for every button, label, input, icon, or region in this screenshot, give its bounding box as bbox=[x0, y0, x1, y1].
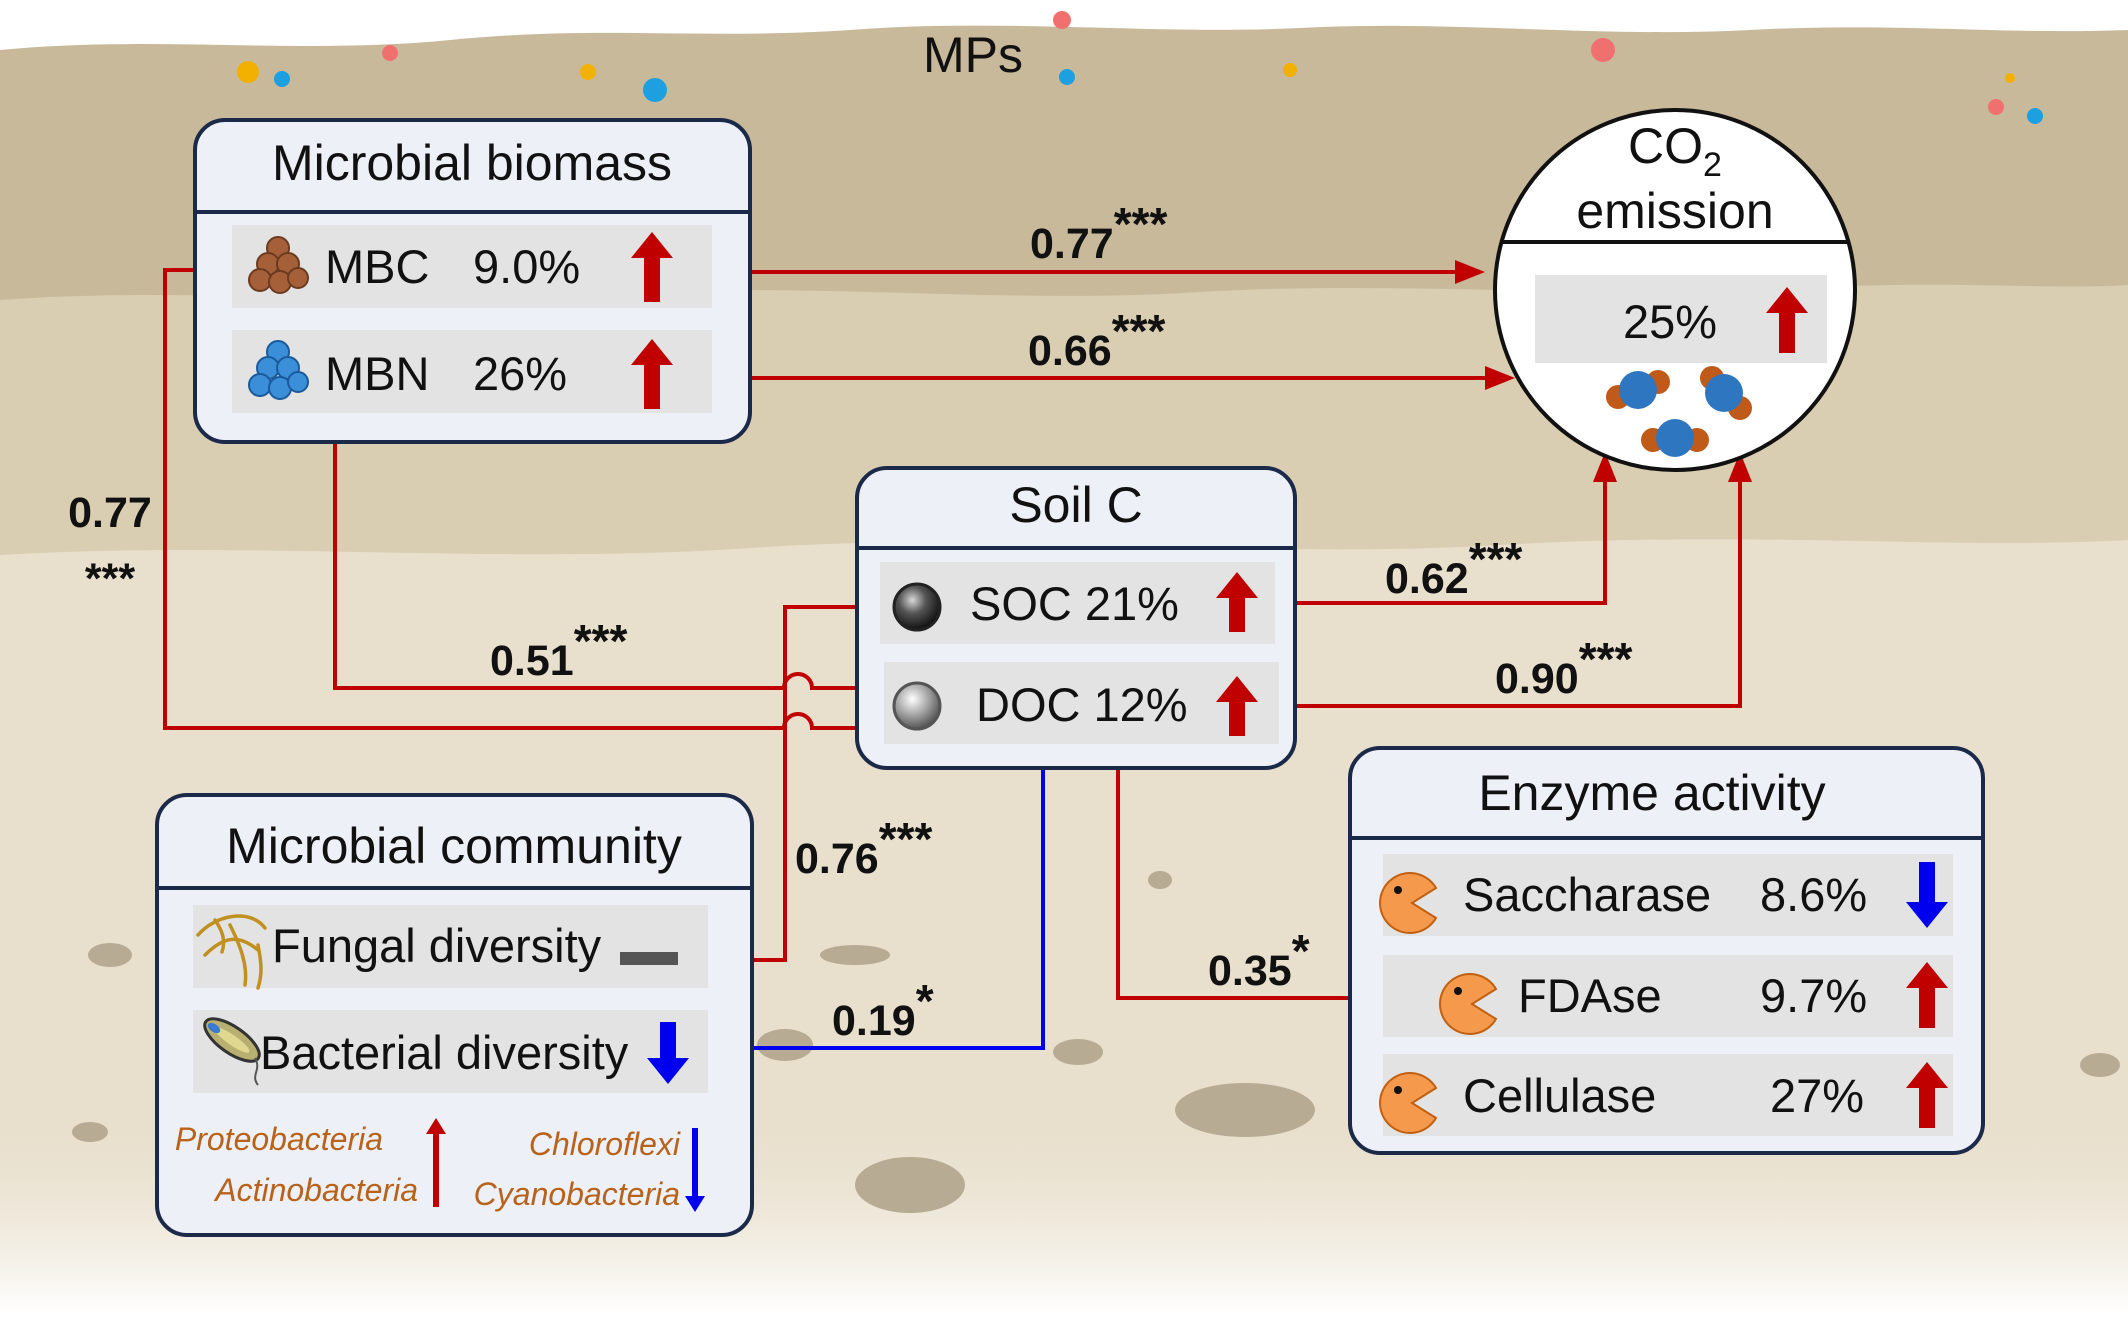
co2-title-line2: emission bbox=[1576, 183, 1773, 239]
soil-pebbles bbox=[72, 871, 2120, 1213]
bacterial-label: Bacterial diversity bbox=[260, 1026, 629, 1079]
mbc-label: MBC bbox=[325, 240, 429, 293]
grey-sphere-icon bbox=[892, 681, 942, 731]
co2-emission-circle: CO2 emission 25% bbox=[1493, 108, 1857, 472]
cellulase-label: Cellulase bbox=[1463, 1069, 1656, 1122]
coef-mbc-co2: 0.77*** bbox=[1030, 198, 1168, 268]
co2-title: CO2 bbox=[1628, 118, 1722, 184]
fungal-label: Fungal diversity bbox=[272, 919, 602, 972]
coef-doc-mbc-sig: *** bbox=[85, 555, 135, 603]
coef-doc-mbn: 0.51*** bbox=[490, 615, 628, 685]
connector-doc-co2 bbox=[1288, 482, 1742, 708]
fungal-no-change-icon bbox=[620, 952, 678, 965]
phylum-actinobacteria: Actinobacteria bbox=[213, 1172, 418, 1208]
saccharase-enzyme-pacman-icon bbox=[1379, 872, 1438, 934]
saccharase-down-arrow-icon bbox=[1906, 862, 1948, 928]
coef-doc-fdase: 0.35* bbox=[1208, 925, 1310, 995]
microbial-biomass-title: Microbial biomass bbox=[272, 135, 672, 191]
saccharase-value: 8.6% bbox=[1760, 868, 1867, 921]
soc-up-arrow-icon bbox=[1216, 572, 1258, 632]
phylum-chloroflexi: Chloroflexi bbox=[529, 1126, 681, 1162]
co2-value: 25% bbox=[1623, 295, 1717, 348]
bacterial-down-arrow-icon bbox=[647, 1022, 689, 1084]
soc-row bbox=[880, 562, 1275, 644]
soil-c-title: Soil C bbox=[1009, 477, 1142, 533]
bacterium-icon bbox=[203, 1017, 261, 1086]
fungal-row bbox=[193, 905, 708, 988]
fungal-hyphae-icon bbox=[196, 914, 267, 990]
coef-doc-mbc: 0.77 bbox=[68, 489, 152, 537]
dark-sphere-icon bbox=[892, 582, 942, 632]
connector-doc-co2-arrowhead bbox=[1728, 452, 1752, 482]
blue-cell-cluster-icon bbox=[248, 340, 309, 400]
saccharase-label: Saccharase bbox=[1463, 868, 1711, 921]
coef-soc-co2: 0.62*** bbox=[1385, 533, 1523, 603]
connector-mbc-co2-arrowhead bbox=[1455, 260, 1485, 284]
mbn-value: 26% bbox=[473, 347, 567, 400]
mbc-value: 9.0% bbox=[473, 240, 580, 293]
microbial-biomass-box: Microbial biomass MBC 9.0% MBN 26% bbox=[193, 118, 752, 444]
mbn-up-arrow-icon bbox=[631, 339, 673, 409]
bacterial-row bbox=[193, 1010, 708, 1093]
cellulase-up-arrow-icon bbox=[1906, 1062, 1948, 1128]
mbc-up-arrow-icon bbox=[631, 232, 673, 302]
coef-soc-fungal: 0.76*** bbox=[795, 813, 933, 883]
microbial-community-title: Microbial community bbox=[226, 818, 682, 874]
connector-mbn-co2-arrowhead bbox=[1485, 366, 1515, 390]
cellulase-value: 27% bbox=[1770, 1069, 1864, 1122]
co2-molecule-icon bbox=[1606, 366, 1752, 457]
coefficient-labels: 0.77*** 0.66*** 0.62*** 0.90*** 0.51*** … bbox=[68, 198, 1632, 1045]
coef-doc-co2: 0.90*** bbox=[1495, 633, 1633, 703]
enzyme-activity-box: Enzyme activity Saccharase 8.6% FDAse 9.… bbox=[1348, 746, 1985, 1155]
co2-row bbox=[1535, 275, 1827, 363]
doc-row bbox=[884, 662, 1279, 744]
enzyme-activity-title: Enzyme activity bbox=[1478, 765, 1825, 821]
phyla-down-arrow-icon bbox=[685, 1128, 705, 1212]
microplastic-beads bbox=[237, 11, 2043, 124]
mbn-row bbox=[232, 330, 712, 413]
microbial-community-box: Microbial community Fungal diversity Bac… bbox=[155, 793, 754, 1237]
doc-label: DOC 12% bbox=[976, 678, 1188, 731]
connector-doc-bacterial bbox=[725, 737, 1045, 1050]
doc-up-arrow-icon bbox=[1216, 676, 1258, 736]
fdase-value: 9.7% bbox=[1760, 969, 1867, 1022]
fdase-up-arrow-icon bbox=[1906, 962, 1948, 1028]
connector-doc-fdase bbox=[1116, 737, 1402, 1000]
saccharase-row bbox=[1383, 854, 1953, 936]
phylum-proteobacteria: Proteobacteria bbox=[175, 1121, 383, 1157]
brown-cell-cluster-icon bbox=[248, 236, 309, 294]
connector-soc-co2-arrowhead bbox=[1593, 452, 1617, 482]
coef-mbn-co2: 0.66*** bbox=[1028, 305, 1166, 375]
soc-label: SOC 21% bbox=[970, 577, 1179, 630]
phylum-cyanobacteria: Cyanobacteria bbox=[474, 1176, 680, 1212]
co2-up-arrow-icon bbox=[1766, 287, 1808, 353]
soil-c-box: Soil C SOC 21% DOC 12% bbox=[855, 466, 1297, 770]
cellulase-row bbox=[1383, 1054, 1953, 1136]
mbn-label: MBN bbox=[325, 347, 429, 400]
cellulase-enzyme-pacman-icon bbox=[1379, 1072, 1438, 1134]
fdase-enzyme-pacman-icon bbox=[1439, 973, 1498, 1035]
fdase-label: FDAse bbox=[1518, 969, 1662, 1022]
coef-doc-bacterial: 0.19* bbox=[832, 975, 934, 1045]
mbc-row bbox=[232, 225, 712, 308]
connector-soc-co2 bbox=[1275, 482, 1607, 605]
microplastics-label: MPs bbox=[923, 27, 1023, 83]
phyla-up-arrow-icon bbox=[426, 1118, 446, 1207]
